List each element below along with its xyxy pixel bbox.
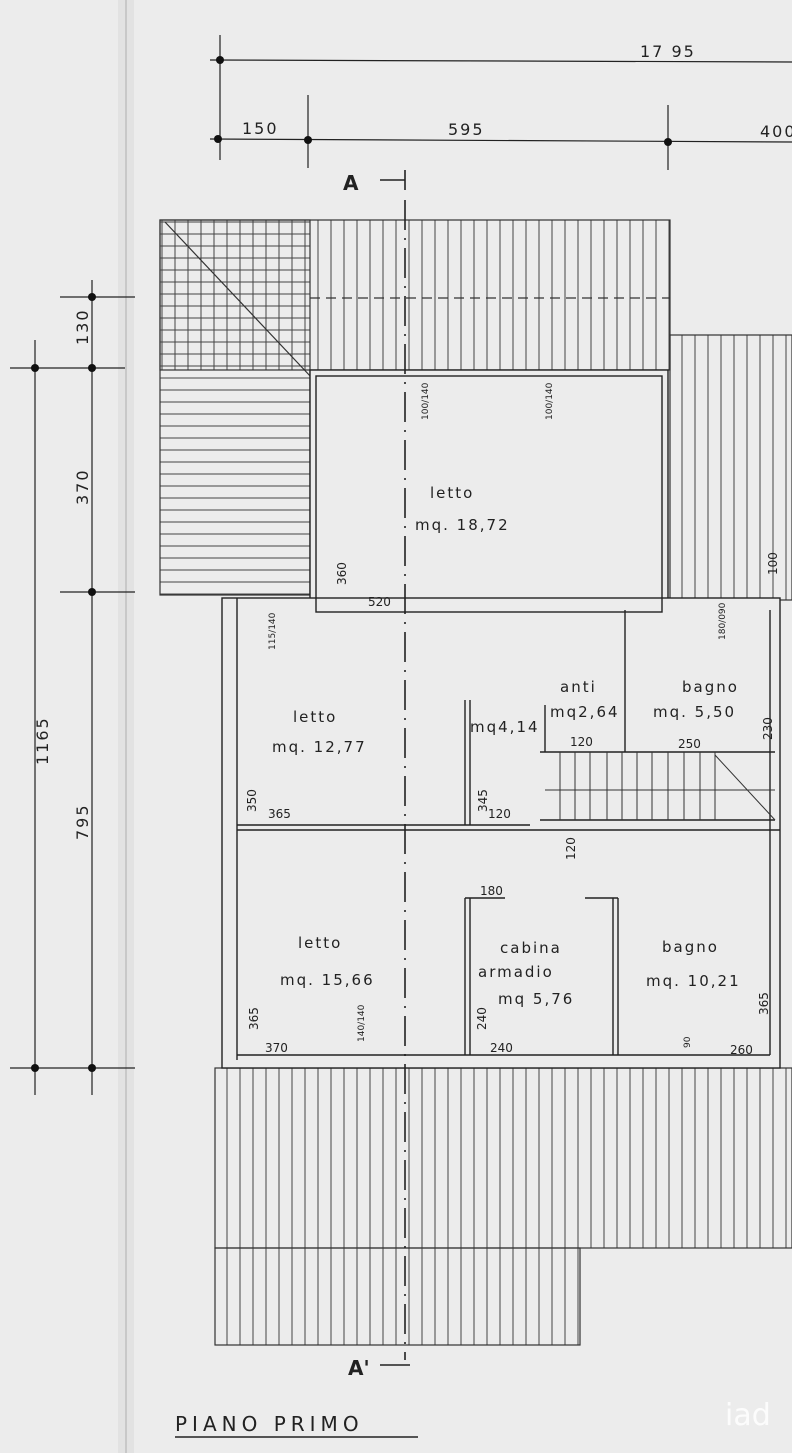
room-name-letto-1: letto xyxy=(430,484,474,502)
room-name-armadio: armadio xyxy=(478,963,554,981)
dim-left-total: 1165 xyxy=(33,716,52,765)
svg-text:180: 180 xyxy=(480,884,503,898)
svg-text:365: 365 xyxy=(757,992,771,1015)
section-mark-a-prime: A' xyxy=(348,1356,370,1380)
svg-text:180/090: 180/090 xyxy=(718,602,728,640)
dimension-lines xyxy=(10,35,792,1095)
dim-top-150: 150 xyxy=(242,119,279,138)
staircase xyxy=(545,752,776,821)
svg-text:370: 370 xyxy=(265,1041,288,1055)
section-line xyxy=(380,170,410,1366)
watermark-logo: iad xyxy=(725,1398,771,1433)
room-labels: letto mq. 18,72 letto mq. 12,77 mq4,14 a… xyxy=(272,484,741,1008)
room-area-cabina: mq 5,76 xyxy=(498,990,574,1008)
room-name-letto-3: letto xyxy=(298,934,342,952)
room-name-letto-2: letto xyxy=(293,708,337,726)
svg-text:120: 120 xyxy=(488,807,511,821)
room-area-anti: mq2,64 xyxy=(550,703,620,721)
svg-text:260: 260 xyxy=(730,1043,753,1057)
room-name-cabina: cabina xyxy=(500,939,562,957)
dim-left-795: 795 xyxy=(73,803,92,840)
dim-left-370: 370 xyxy=(73,468,92,505)
svg-text:140/140: 140/140 xyxy=(357,1004,367,1042)
svg-text:520: 520 xyxy=(368,595,391,609)
svg-text:365: 365 xyxy=(247,1007,261,1030)
roof-areas xyxy=(159,219,792,1346)
room-area-letto-3: mq. 15,66 xyxy=(280,971,375,989)
room-name-bagno-2: bagno xyxy=(662,938,719,956)
svg-text:100/140: 100/140 xyxy=(421,382,431,420)
svg-text:240: 240 xyxy=(475,1007,489,1030)
svg-text:120: 120 xyxy=(570,735,593,749)
room-area-bagno-1: mq. 5,50 xyxy=(653,703,736,721)
svg-text:120: 120 xyxy=(564,837,578,860)
svg-text:350: 350 xyxy=(245,789,259,812)
svg-text:100/140: 100/140 xyxy=(545,382,555,420)
svg-text:345: 345 xyxy=(476,789,490,812)
dimension-dots xyxy=(31,56,672,1072)
dim-top-400: 400 xyxy=(760,122,792,141)
svg-text:90: 90 xyxy=(683,1036,693,1048)
walls xyxy=(221,369,781,1069)
room-name-anti: anti xyxy=(560,678,597,696)
svg-text:100: 100 xyxy=(766,552,780,575)
inner-dimensions: 520 360 100/140 100/140 100 115/140 180/… xyxy=(245,382,780,1057)
svg-text:365: 365 xyxy=(268,807,291,821)
section-mark-a: A xyxy=(343,171,359,195)
svg-text:240: 240 xyxy=(490,1041,513,1055)
dim-left-130: 130 xyxy=(73,308,92,345)
room-area-corridor: mq4,14 xyxy=(470,718,540,736)
room-name-bagno-1: bagno xyxy=(682,678,739,696)
svg-text:250: 250 xyxy=(678,737,701,751)
plan-title: PIANO PRIMO xyxy=(175,1412,364,1436)
dim-top-595: 595 xyxy=(448,120,485,139)
room-area-letto-2: mq. 12,77 xyxy=(272,738,367,756)
svg-text:115/140: 115/140 xyxy=(268,612,278,650)
room-area-letto-1: mq. 18,72 xyxy=(415,516,510,534)
room-area-bagno-2: mq. 10,21 xyxy=(646,972,741,990)
svg-text:360: 360 xyxy=(335,562,349,585)
svg-text:230: 230 xyxy=(761,717,775,740)
dim-top-total: 17 95 xyxy=(640,42,696,61)
